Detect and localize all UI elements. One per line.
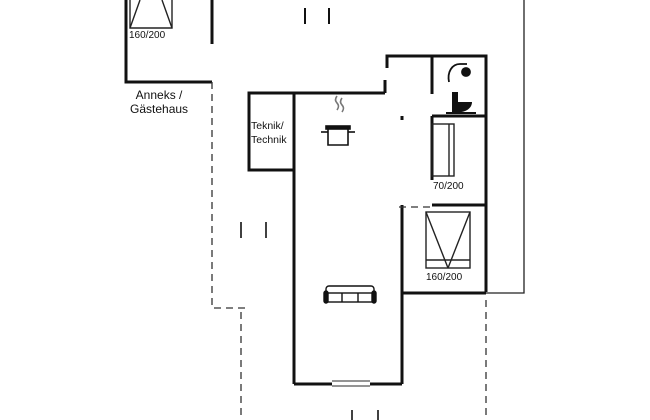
double-bed-size-label: 160/200 xyxy=(426,272,463,283)
tech-room-label: Teknik/ Technik xyxy=(251,119,287,147)
tech-label-line1: Teknik/ xyxy=(251,120,284,132)
annex-bed xyxy=(129,0,173,29)
annex-walls xyxy=(124,0,214,84)
main-house-walls xyxy=(247,54,488,386)
toilet-icon xyxy=(446,92,476,114)
tech-label-line2: Technik xyxy=(251,134,287,146)
single-bed xyxy=(431,123,455,177)
annex-bed-size-label: 160/200 xyxy=(129,30,166,41)
cooking-pot-icon xyxy=(321,95,355,146)
door-marks-mid xyxy=(240,222,267,238)
door-marks-bottom xyxy=(351,410,379,420)
sofa-icon xyxy=(323,285,377,304)
annex-label: Anneks / Gästehaus xyxy=(130,88,188,116)
single-bed-size-label: 70/200 xyxy=(433,181,464,192)
bed-icon xyxy=(425,211,471,269)
shower-icon xyxy=(447,63,471,83)
terrace-dashed xyxy=(211,82,487,420)
annex-label-line1: Anneks / xyxy=(135,88,183,102)
annex-label-line2: Gästehaus xyxy=(130,102,189,116)
outer-line-right xyxy=(486,0,525,294)
door-marks-top xyxy=(304,8,330,24)
